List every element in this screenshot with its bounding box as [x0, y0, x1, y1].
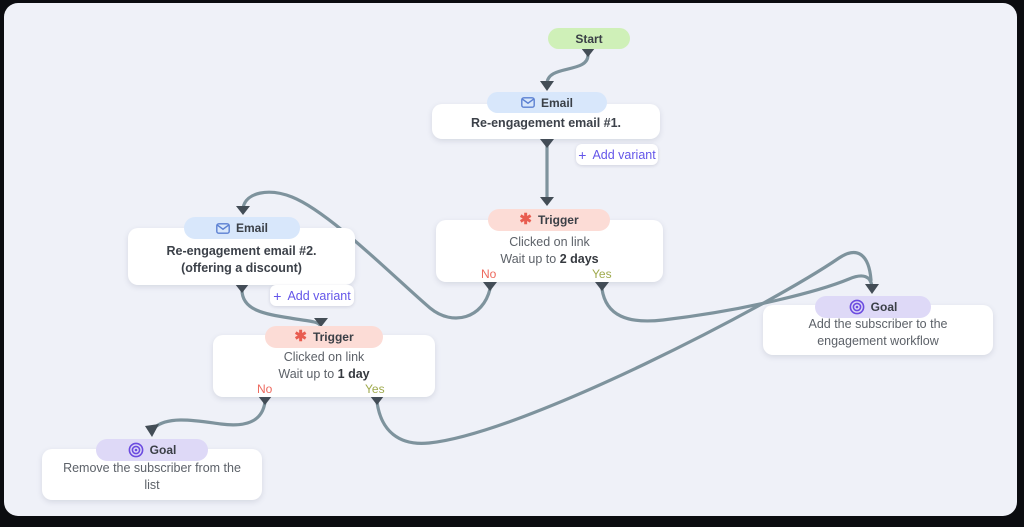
trigger2-type-badge[interactable]: ✱ Trigger — [265, 326, 383, 348]
trigger-icon: ✱ — [294, 328, 307, 345]
trigger1-type-badge[interactable]: ✱ Trigger — [488, 209, 610, 231]
goal-right-line1: Add the subscriber to the — [808, 317, 948, 331]
email-icon — [216, 222, 230, 234]
trigger1-type-label: Trigger — [537, 213, 579, 227]
goal-target-icon — [128, 442, 144, 458]
trigger1-condition: Clicked on link — [509, 235, 590, 249]
email1-title: Re-engagement email #1. — [470, 116, 622, 130]
goal-right-type-badge[interactable]: Goal — [815, 296, 931, 318]
trigger2-condition: Clicked on link — [283, 350, 365, 364]
trigger2-yes-branch[interactable]: Yes — [365, 382, 385, 396]
connector-trigger2-no-goalleft — [152, 400, 267, 430]
arrowhead — [145, 424, 159, 437]
start-node[interactable]: Start — [548, 28, 630, 49]
arrowhead — [865, 284, 879, 294]
trigger2-wait: Wait up to 1 day — [213, 366, 435, 383]
email1-type-badge[interactable]: Email — [487, 92, 607, 113]
goal-target-icon — [849, 299, 865, 315]
trigger1-yes-branch[interactable]: Yes — [592, 267, 612, 281]
trigger1-wait: Wait up to 2 days — [436, 251, 663, 268]
arrowhead — [258, 396, 272, 405]
goal-right-line2: engagement workflow — [817, 334, 939, 348]
email2-node[interactable]: Re-engagement email #2. (offering a disc… — [128, 228, 355, 285]
email1-type-label: Email — [540, 95, 573, 110]
goal-right-type-label: Goal — [870, 300, 898, 314]
trigger2-type-label: Trigger — [312, 330, 354, 344]
trigger2-no-branch[interactable]: No — [257, 382, 273, 396]
arrowhead — [581, 48, 595, 57]
arrowhead — [235, 284, 249, 293]
email-icon — [521, 97, 535, 108]
arrowhead — [483, 282, 497, 291]
goal-left-type-label: Goal — [149, 443, 177, 457]
email2-type-label: Email — [235, 221, 268, 235]
trigger1-wait-value: 2 days — [559, 252, 599, 266]
email2-title-line1: Re-engagement email #2. — [166, 244, 317, 258]
add-variant-label: Add variant — [592, 147, 656, 162]
trigger1-no-branch[interactable]: No — [481, 267, 497, 281]
goal-left-line2: list — [144, 478, 160, 492]
arrowhead — [540, 139, 554, 148]
goal-left-line1: Remove the subscriber from the — [63, 461, 241, 475]
trigger1-wait-prefix: Wait up to — [500, 252, 560, 266]
arrowhead — [540, 197, 554, 206]
trigger2-wait-value: 1 day — [337, 367, 370, 381]
plus-icon: + — [578, 146, 587, 163]
arrowhead — [370, 396, 384, 405]
trigger-icon: ✱ — [519, 211, 532, 228]
arrowhead — [236, 206, 250, 215]
connector-start-email1 — [545, 53, 590, 86]
add-variant-button-email2[interactable]: + Add variant — [270, 285, 354, 306]
add-variant-button-email1[interactable]: + Add variant — [576, 144, 658, 165]
email2-type-badge[interactable]: Email — [184, 217, 300, 239]
workflow-stage: Start Re-engagement email #1. Email + Ad… — [4, 3, 1017, 516]
goal-left-type-badge[interactable]: Goal — [96, 439, 208, 461]
workflow-canvas[interactable]: Start Re-engagement email #1. Email + Ad… — [4, 3, 1017, 516]
plus-icon: + — [273, 287, 282, 304]
trigger2-wait-prefix: Wait up to — [278, 367, 338, 381]
arrowhead — [540, 81, 554, 91]
arrowhead — [595, 282, 609, 291]
email2-title-line2: (offering a discount) — [181, 261, 302, 275]
start-label: Start — [575, 31, 603, 46]
add-variant-label: Add variant — [287, 288, 351, 303]
